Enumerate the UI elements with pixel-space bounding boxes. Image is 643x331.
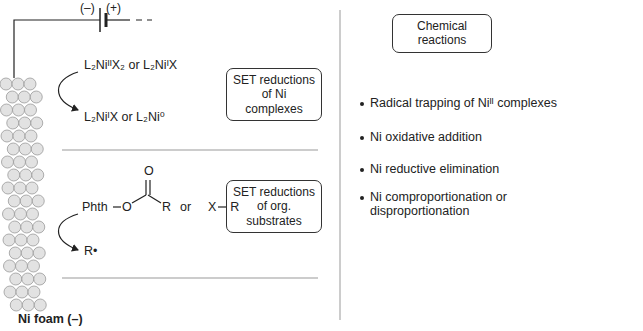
- box-text: SET reductions of org. substrates: [233, 185, 315, 228]
- foam-sphere: [4, 286, 16, 298]
- foam-sphere: [9, 221, 21, 233]
- foam-sphere: [34, 299, 46, 311]
- foam-sphere: [31, 143, 43, 155]
- ni-foam: [0, 78, 46, 311]
- foam-sphere: [8, 195, 20, 207]
- foam-sphere: [25, 130, 37, 142]
- foam-sphere: [33, 247, 45, 259]
- foam-sphere: [28, 260, 40, 272]
- foam-sphere: [16, 286, 28, 298]
- reaction-arrow: [59, 214, 79, 250]
- bullet-text: Ni reductive elimination: [370, 162, 499, 176]
- foam-sphere: [6, 91, 18, 103]
- foam-sphere: [10, 273, 22, 285]
- bullet-text: Ni oxidative addition: [370, 130, 482, 144]
- bullet-dot: [360, 102, 364, 106]
- foam-sphere: [20, 195, 32, 207]
- foam-sphere: [1, 130, 13, 142]
- foam-sphere: [24, 78, 36, 90]
- foam-sphere: [13, 130, 25, 142]
- foam-sphere: [8, 169, 20, 181]
- foam-sphere: [0, 78, 12, 90]
- foam-sphere: [32, 169, 44, 181]
- bullet-text: Radical trapping of Niᴵᴵ complexes: [370, 96, 580, 110]
- divider: [340, 10, 341, 320]
- foam-sphere: [1, 104, 13, 116]
- label: O: [144, 164, 154, 178]
- bullet-text: Ni comproportionation or disproportionat…: [370, 190, 520, 219]
- foam-sphere: [26, 182, 38, 194]
- foam-sphere: [15, 234, 27, 246]
- foam-sphere: [18, 91, 30, 103]
- divider: [62, 150, 318, 151]
- label: (+): [106, 2, 121, 16]
- foam-sphere: [19, 143, 31, 155]
- foam-sphere: [14, 156, 26, 168]
- label: L₂NiᴵᴵX₂ or L₂NiᴵX: [84, 58, 177, 72]
- foam-sphere: [15, 208, 27, 220]
- foam-sphere: [31, 117, 43, 129]
- box-text: Chemical reactions: [417, 19, 467, 47]
- foam-sphere: [7, 117, 19, 129]
- foam-sphere: [9, 247, 21, 259]
- label: (–): [80, 2, 95, 16]
- divider: [62, 278, 318, 279]
- box-text: SET reductions of Ni complexes: [233, 73, 315, 116]
- foam-sphere: [21, 247, 33, 259]
- foam-sphere: [28, 286, 40, 298]
- foam-sphere: [27, 234, 39, 246]
- foam-sphere: [12, 78, 24, 90]
- label: L₂NiᴵX or L₂Ni⁰: [84, 110, 165, 124]
- foam-sphere: [2, 182, 14, 194]
- process-box: Chemical reactions: [392, 14, 492, 53]
- label: O: [122, 200, 132, 214]
- foam-sphere: [13, 104, 25, 116]
- foam-sphere: [2, 156, 14, 168]
- battery-plate: [99, 8, 101, 32]
- foam-sphere: [32, 195, 44, 207]
- bullet-dot: [360, 136, 364, 140]
- label: R: [162, 200, 171, 214]
- foam-sphere: [22, 273, 34, 285]
- foam-sphere: [34, 273, 46, 285]
- label: R: [230, 200, 239, 214]
- foam-sphere: [10, 299, 22, 311]
- foam-sphere: [16, 260, 28, 272]
- foam-sphere: [26, 156, 38, 168]
- foam-sphere: [27, 208, 39, 220]
- process-box: SET reductions of org. substrates: [226, 180, 322, 233]
- foam-sphere: [25, 104, 37, 116]
- reaction-arrow: [59, 72, 79, 110]
- foam-sphere: [19, 117, 31, 129]
- wire: [136, 19, 152, 20]
- foam-sphere: [30, 91, 42, 103]
- foam-sphere: [4, 260, 16, 272]
- foam-sphere: [20, 169, 32, 181]
- process-box: SET reductions of Ni complexes: [226, 68, 322, 121]
- label: Phth: [82, 200, 108, 214]
- label: or: [180, 200, 191, 214]
- foam-sphere: [21, 221, 33, 233]
- foam-sphere: [7, 143, 19, 155]
- foam-sphere: [14, 182, 26, 194]
- wire: [106, 19, 130, 20]
- bullet-dot: [360, 196, 364, 200]
- label: Ni foam (–): [18, 312, 83, 326]
- label: R•: [84, 244, 97, 258]
- foam-sphere: [3, 208, 15, 220]
- foam-sphere: [33, 221, 45, 233]
- foam-sphere: [3, 234, 15, 246]
- label: X: [208, 200, 216, 214]
- bullet-dot: [360, 168, 364, 172]
- foam-sphere: [22, 299, 34, 311]
